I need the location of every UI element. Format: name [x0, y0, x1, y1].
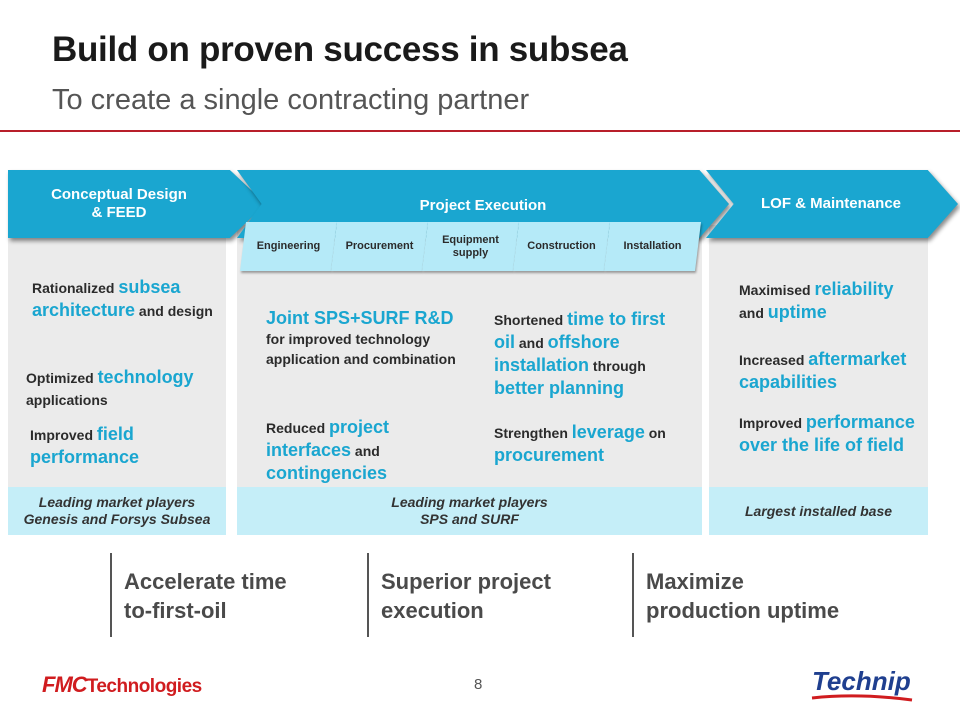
body-text: and [515, 335, 548, 351]
highlight-text: subsea architecture [32, 277, 181, 320]
panel-project-execution: Leading market players SPS and SURF [237, 225, 702, 535]
outcome-maximize-uptime: Maximize production uptime [632, 553, 892, 637]
body-text: and design [135, 303, 213, 319]
highlight-text: procurement [494, 445, 605, 465]
step-equipment-supply: Equipment supply [422, 222, 519, 271]
step-label: Equipment supply [442, 233, 499, 259]
body-text: Maximised [739, 282, 815, 298]
panel-footer-conceptual: Leading market players Genesis and Forsy… [8, 487, 226, 535]
step-construction: Construction [513, 222, 610, 271]
panel-conceptual-design: Leading market players Genesis and Forsy… [8, 225, 226, 535]
body-text: and [351, 443, 380, 459]
step-engineering: Engineering [240, 222, 337, 271]
body-text: Increased [739, 352, 809, 368]
slide-title: Build on proven success in subsea [52, 30, 628, 69]
body-text: applications [26, 392, 108, 408]
panel-lof-maintenance: Largest installed base [709, 225, 928, 535]
body-text: through [589, 358, 646, 374]
highlight-text: aftermarket capabilities [739, 349, 907, 392]
body-text: Improved [30, 427, 97, 443]
body-text: and [739, 305, 768, 321]
highlight-text: project interfaces [266, 417, 390, 460]
step-label: Engineering [256, 240, 321, 252]
highlight-text: contingencies [266, 463, 388, 483]
step-label: Procurement [345, 240, 414, 252]
step-procurement: Procurement [331, 222, 428, 271]
body-text: Reduced [266, 420, 330, 436]
technip-logo-text: Technip [812, 666, 911, 696]
highlight-text: leverage [571, 422, 645, 442]
benefit-item: Joint SPS+SURF R&D for improved technolo… [266, 308, 476, 369]
highlight-text: field performance [30, 424, 140, 467]
benefit-item: Shortened time to first oil and offshore… [494, 308, 689, 400]
fmc-logo-text: Technologies [86, 676, 203, 697]
header-divider [0, 130, 960, 132]
highlight-text: offshore installation [494, 332, 620, 375]
slide-subtitle: To create a single contracting partner [52, 84, 530, 116]
highlight-text: reliability [814, 279, 894, 299]
benefit-item: Maximised reliability and uptime [739, 278, 919, 324]
outcome-accelerate: Accelerate time to-first-oil [110, 553, 340, 637]
banner-conceptual-design: Conceptual Design & FEED [8, 170, 266, 238]
body-text: for improved technology application and … [266, 331, 456, 367]
body-text: Improved [739, 415, 806, 431]
outcome-superior-execution: Superior project execution [367, 553, 607, 637]
highlight-text: Joint SPS+SURF R&D [266, 308, 454, 328]
highlight-text: uptime [767, 302, 827, 322]
banner-lof-maintenance: LOF & Maintenance [706, 170, 958, 238]
body-text: Optimized [26, 370, 98, 386]
body-text: Strengthen [494, 425, 572, 441]
step-label: Construction [527, 240, 596, 252]
benefit-item: Improved performance over the life of fi… [739, 411, 924, 457]
fmc-logo-mark: FMC [42, 672, 88, 697]
highlight-text: time to first oil [494, 309, 666, 352]
benefit-item: Improved field performance [30, 423, 215, 469]
highlight-text: technology [97, 367, 194, 387]
highlight-text: better planning [494, 378, 624, 398]
step-installation: Installation [604, 222, 701, 271]
step-label: Installation [623, 240, 682, 252]
page-number: 8 [474, 676, 483, 693]
technip-swoosh [811, 694, 913, 702]
panel-footer-lof: Largest installed base [709, 487, 928, 535]
benefit-item: Strengthen leverage on procurement [494, 421, 684, 467]
benefit-item: Optimized technology applications [26, 366, 221, 411]
benefit-item: Rationalized subsea architecture and des… [32, 276, 217, 322]
body-text: on [644, 425, 666, 441]
banner-execution-label: Project Execution [419, 197, 547, 214]
panel-footer-execution: Leading market players SPS and SURF [237, 487, 702, 535]
highlight-text: performance over the life of field [739, 412, 915, 455]
technip-logo: Technip [811, 666, 913, 702]
banner-lof-label: LOF & Maintenance [760, 195, 902, 212]
benefit-item: Reduced project interfaces and contingen… [266, 416, 476, 485]
body-text: Shortened [494, 312, 568, 328]
body-text: Rationalized [32, 280, 119, 296]
banner-conceptual-label: Conceptual Design & FEED [51, 186, 187, 221]
benefit-item: Increased aftermarket capabilities [739, 348, 924, 394]
fmc-technologies-logo: FMC Technologies [42, 672, 202, 698]
